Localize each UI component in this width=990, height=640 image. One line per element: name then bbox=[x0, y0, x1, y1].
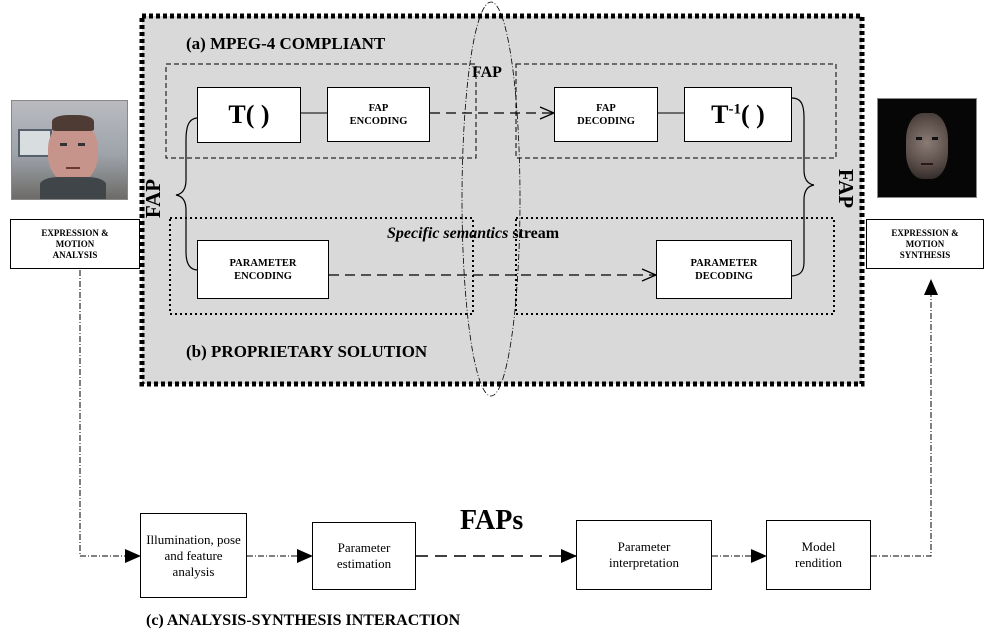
t-transform-box: T( ) bbox=[197, 87, 301, 143]
region-proprietary-left bbox=[169, 217, 474, 315]
left-brace bbox=[175, 117, 199, 271]
outer-panel-border bbox=[139, 13, 865, 387]
faps-label: FAPs bbox=[460, 505, 524, 536]
parameter-estimation-label: Parameter estimation bbox=[336, 540, 392, 571]
expression-synthesis-box: EXPRESSION & MOTION SYNTHESIS bbox=[866, 219, 984, 269]
parameter-estimation-box: Parameter estimation bbox=[312, 522, 416, 590]
illumination-box: Illumination, pose and feature analysis bbox=[140, 513, 247, 598]
mpeg4-title: (a) MPEG-4 COMPLIANT bbox=[186, 34, 386, 53]
region-mpeg4-left bbox=[165, 63, 477, 159]
expression-analysis-label: EXPRESSION & MOTION ANALYSIS bbox=[41, 227, 109, 260]
parameter-encoding-label: PARAMETER ENCODING bbox=[229, 257, 297, 282]
fap-encoding-box: FAP ENCODING bbox=[327, 87, 430, 142]
region-mpeg4-right bbox=[515, 63, 837, 159]
fap-encoding-label: FAP ENCODING bbox=[349, 102, 408, 127]
t-inverse-label: T-1( ) bbox=[711, 99, 765, 129]
fap-channel-label: FAP bbox=[472, 64, 502, 81]
fap-decoding-label: FAP DECODING bbox=[577, 102, 635, 127]
right-brace bbox=[789, 97, 815, 277]
parameter-interpretation-box: Parameter interpretation bbox=[576, 520, 712, 590]
parameter-encoding-box: PARAMETER ENCODING bbox=[197, 240, 329, 299]
parameter-decoding-box: PARAMETER DECODING bbox=[656, 240, 792, 299]
parameter-decoding-label: PARAMETER DECODING bbox=[690, 257, 758, 282]
fap-decoding-box: FAP DECODING bbox=[554, 87, 658, 142]
expression-analysis-box: EXPRESSION & MOTION ANALYSIS bbox=[10, 219, 140, 269]
synthesized-face-photo bbox=[877, 98, 977, 198]
stream-label: Specific semantics stream bbox=[387, 225, 559, 243]
parameter-interpretation-label: Parameter interpretation bbox=[608, 539, 680, 570]
model-rendition-label: Model rendition bbox=[795, 539, 842, 570]
outer-panel bbox=[142, 16, 862, 384]
illumination-label: Illumination, pose and feature analysis bbox=[146, 531, 241, 579]
stream-label-rest: stream bbox=[508, 225, 560, 242]
region-proprietary-right bbox=[515, 217, 835, 315]
t-inverse-box: T-1( ) bbox=[684, 87, 792, 142]
channel-ellipse bbox=[461, 1, 521, 397]
interaction-title: (c) ANALYSIS-SYNTHESIS INTERACTION bbox=[146, 612, 461, 629]
fap-left-label: FAP bbox=[141, 178, 166, 219]
synthesis-feedback-line bbox=[871, 279, 938, 557]
proprietary-title: (b) PROPRIETARY SOLUTION bbox=[186, 342, 428, 361]
input-face-photo bbox=[11, 100, 128, 200]
analysis-feedback-line bbox=[79, 270, 141, 563]
stream-label-italic: Specific semantics bbox=[387, 225, 509, 242]
fap-right-label: FAP bbox=[834, 168, 859, 209]
t-transform-label: T( ) bbox=[228, 100, 270, 129]
model-rendition-box: Model rendition bbox=[766, 520, 871, 590]
expression-synthesis-label: EXPRESSION & MOTION SYNTHESIS bbox=[891, 227, 959, 260]
